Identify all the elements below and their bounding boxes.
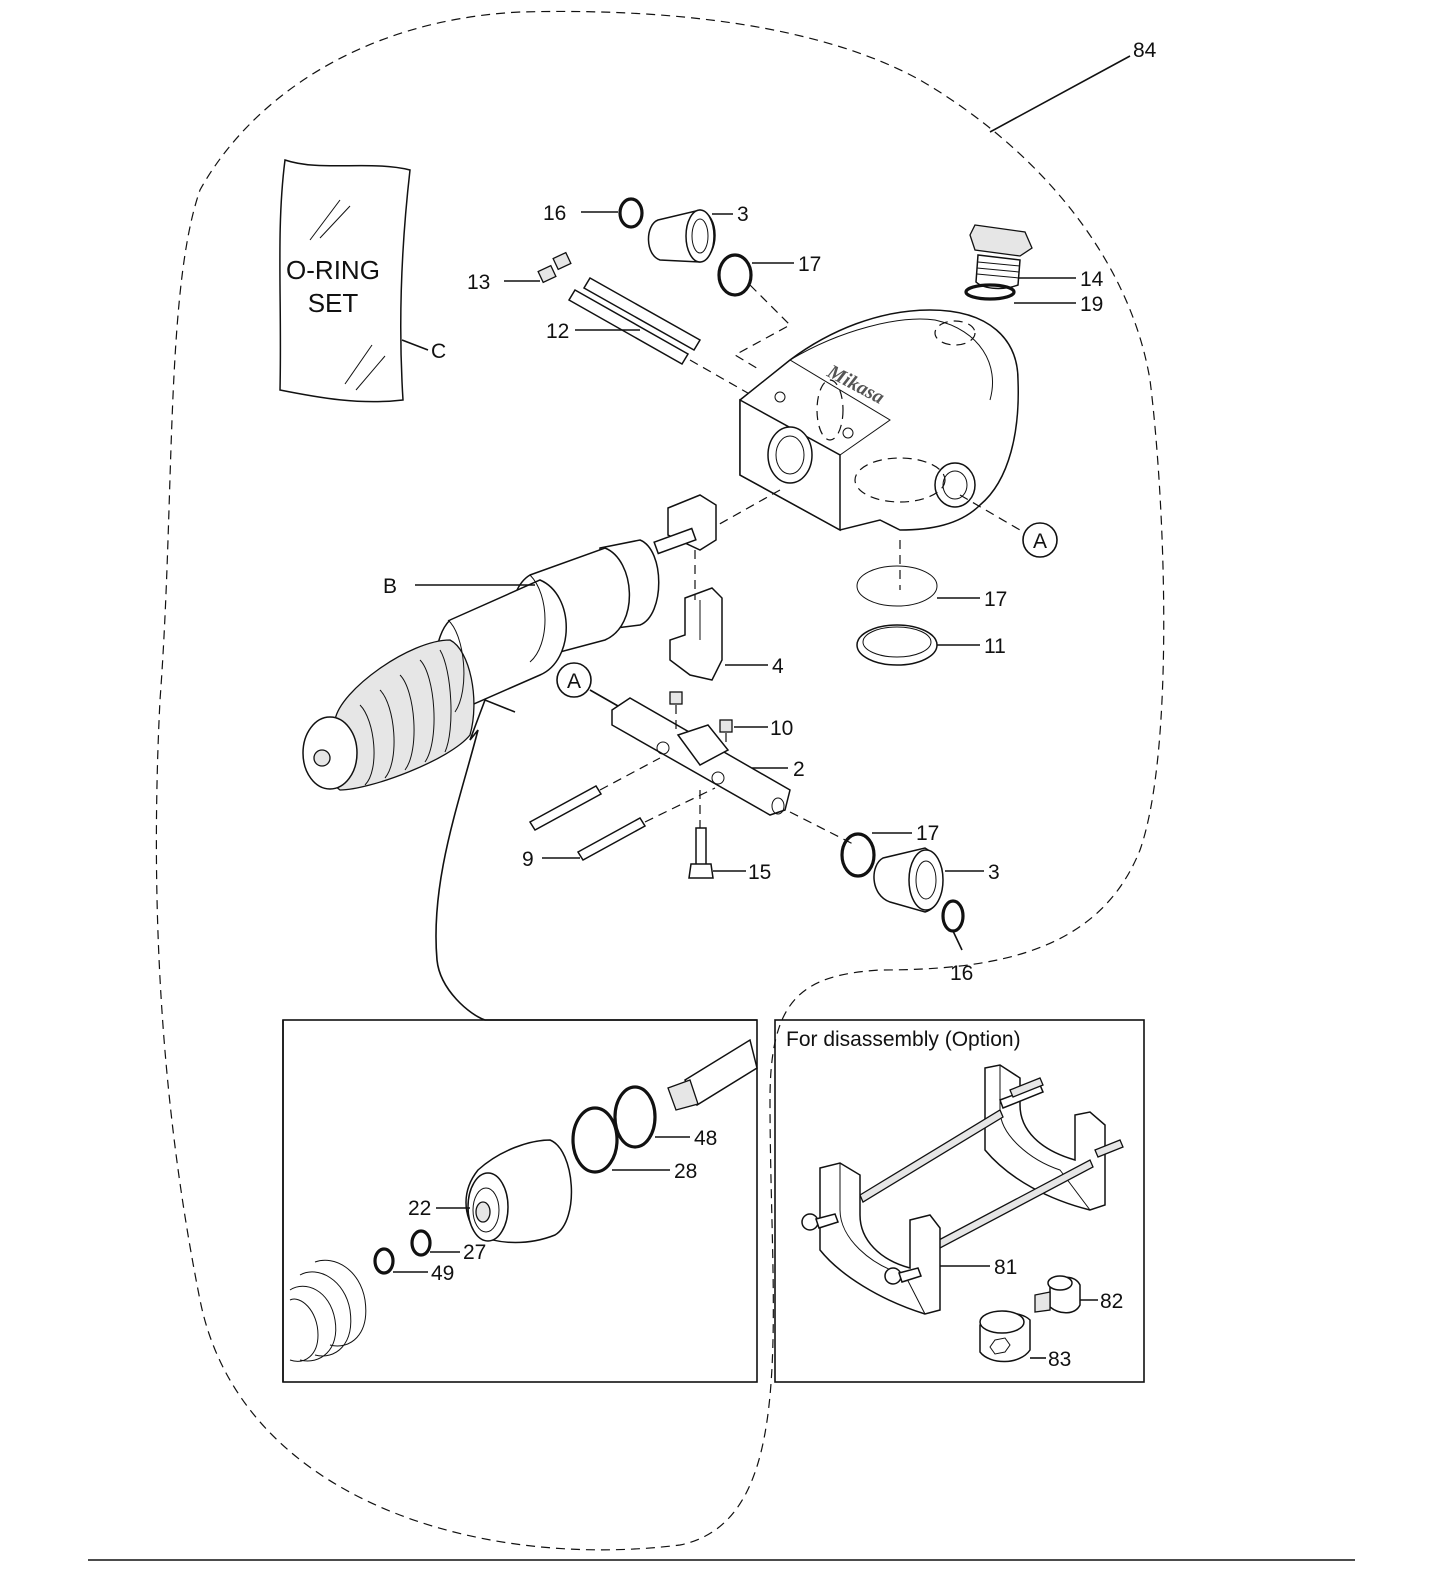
callout-48: 48	[694, 1127, 717, 1150]
callout-B: B	[383, 575, 397, 598]
disassembly-caption: For disassembly (Option)	[786, 1028, 1021, 1051]
oring-49	[373, 1247, 395, 1275]
callout-C: C	[431, 340, 446, 363]
oring-17-bot	[840, 832, 876, 878]
pins-9	[528, 785, 647, 861]
reference-circle-A-left	[556, 662, 592, 698]
spring-partial	[289, 1259, 367, 1362]
reference-circle-A-right	[1022, 522, 1058, 558]
bolt-15	[688, 827, 714, 879]
oring-27	[410, 1229, 432, 1257]
callout-10: 10	[770, 717, 793, 740]
callout-19: 19	[1080, 293, 1103, 316]
callout-82: 82	[1100, 1290, 1123, 1313]
seal-11	[856, 624, 938, 666]
callout-3-top: 3	[737, 203, 749, 226]
assembly-boundary	[155, 10, 1165, 1551]
oring-28	[571, 1106, 619, 1174]
adapter-82	[1034, 1275, 1081, 1314]
callout-4: 4	[772, 655, 784, 678]
callout-81: 81	[994, 1256, 1017, 1279]
callout-27: 27	[463, 1241, 486, 1264]
callout-9: 9	[522, 848, 534, 871]
oring-17-mid	[856, 565, 938, 607]
callout-16-top: 16	[543, 202, 566, 225]
set-screws-10	[669, 691, 733, 733]
callout-11: 11	[984, 635, 1006, 658]
piston-22	[465, 1139, 573, 1244]
piston-assembly-B	[302, 494, 717, 791]
oring-48	[613, 1085, 657, 1149]
callout-13: 13	[467, 271, 490, 294]
detail-box-disassembly	[774, 1019, 1145, 1383]
callout-12: 12	[546, 320, 569, 343]
callout-15: 15	[748, 861, 771, 884]
bushing-3-top	[647, 209, 716, 263]
callout-28: 28	[674, 1160, 697, 1183]
callout-16-bot: 16	[950, 962, 973, 985]
callout-17-bot: 17	[916, 822, 939, 845]
callout-84: 84	[1133, 39, 1157, 62]
pins-12	[567, 276, 702, 366]
callout-49: 49	[431, 1262, 454, 1285]
callout-22: 22	[408, 1197, 431, 1220]
callout-3-bot: 3	[988, 861, 1000, 884]
oring-19	[964, 283, 1016, 301]
callout-A-right: A	[1033, 530, 1047, 553]
bushing-3-bottom	[873, 847, 944, 913]
oring-16-top	[618, 197, 644, 229]
plug-14	[969, 224, 1033, 290]
set-screws-13	[537, 251, 572, 284]
oring-17-top	[717, 253, 753, 297]
bag-text-line2: SET	[308, 288, 359, 318]
callout-A-left: A	[567, 670, 581, 693]
shaft-2	[611, 697, 791, 816]
valve-housing: Mikasa	[739, 309, 1019, 532]
callout-2: 2	[793, 758, 805, 781]
oring-16-bot	[941, 899, 965, 933]
callout-83: 83	[1048, 1348, 1071, 1371]
oring-set-bag: O-RING SET	[279, 158, 411, 403]
callout-17-mid: 17	[984, 588, 1007, 611]
callout-14: 14	[1080, 268, 1104, 291]
socket-83	[979, 1310, 1031, 1363]
link-4	[669, 587, 723, 681]
disassembly-tool-81	[801, 1064, 1124, 1315]
callout-17-top: 17	[798, 253, 821, 276]
piston-rod	[667, 1038, 758, 1111]
bag-text-line1: O-RING	[286, 255, 380, 285]
